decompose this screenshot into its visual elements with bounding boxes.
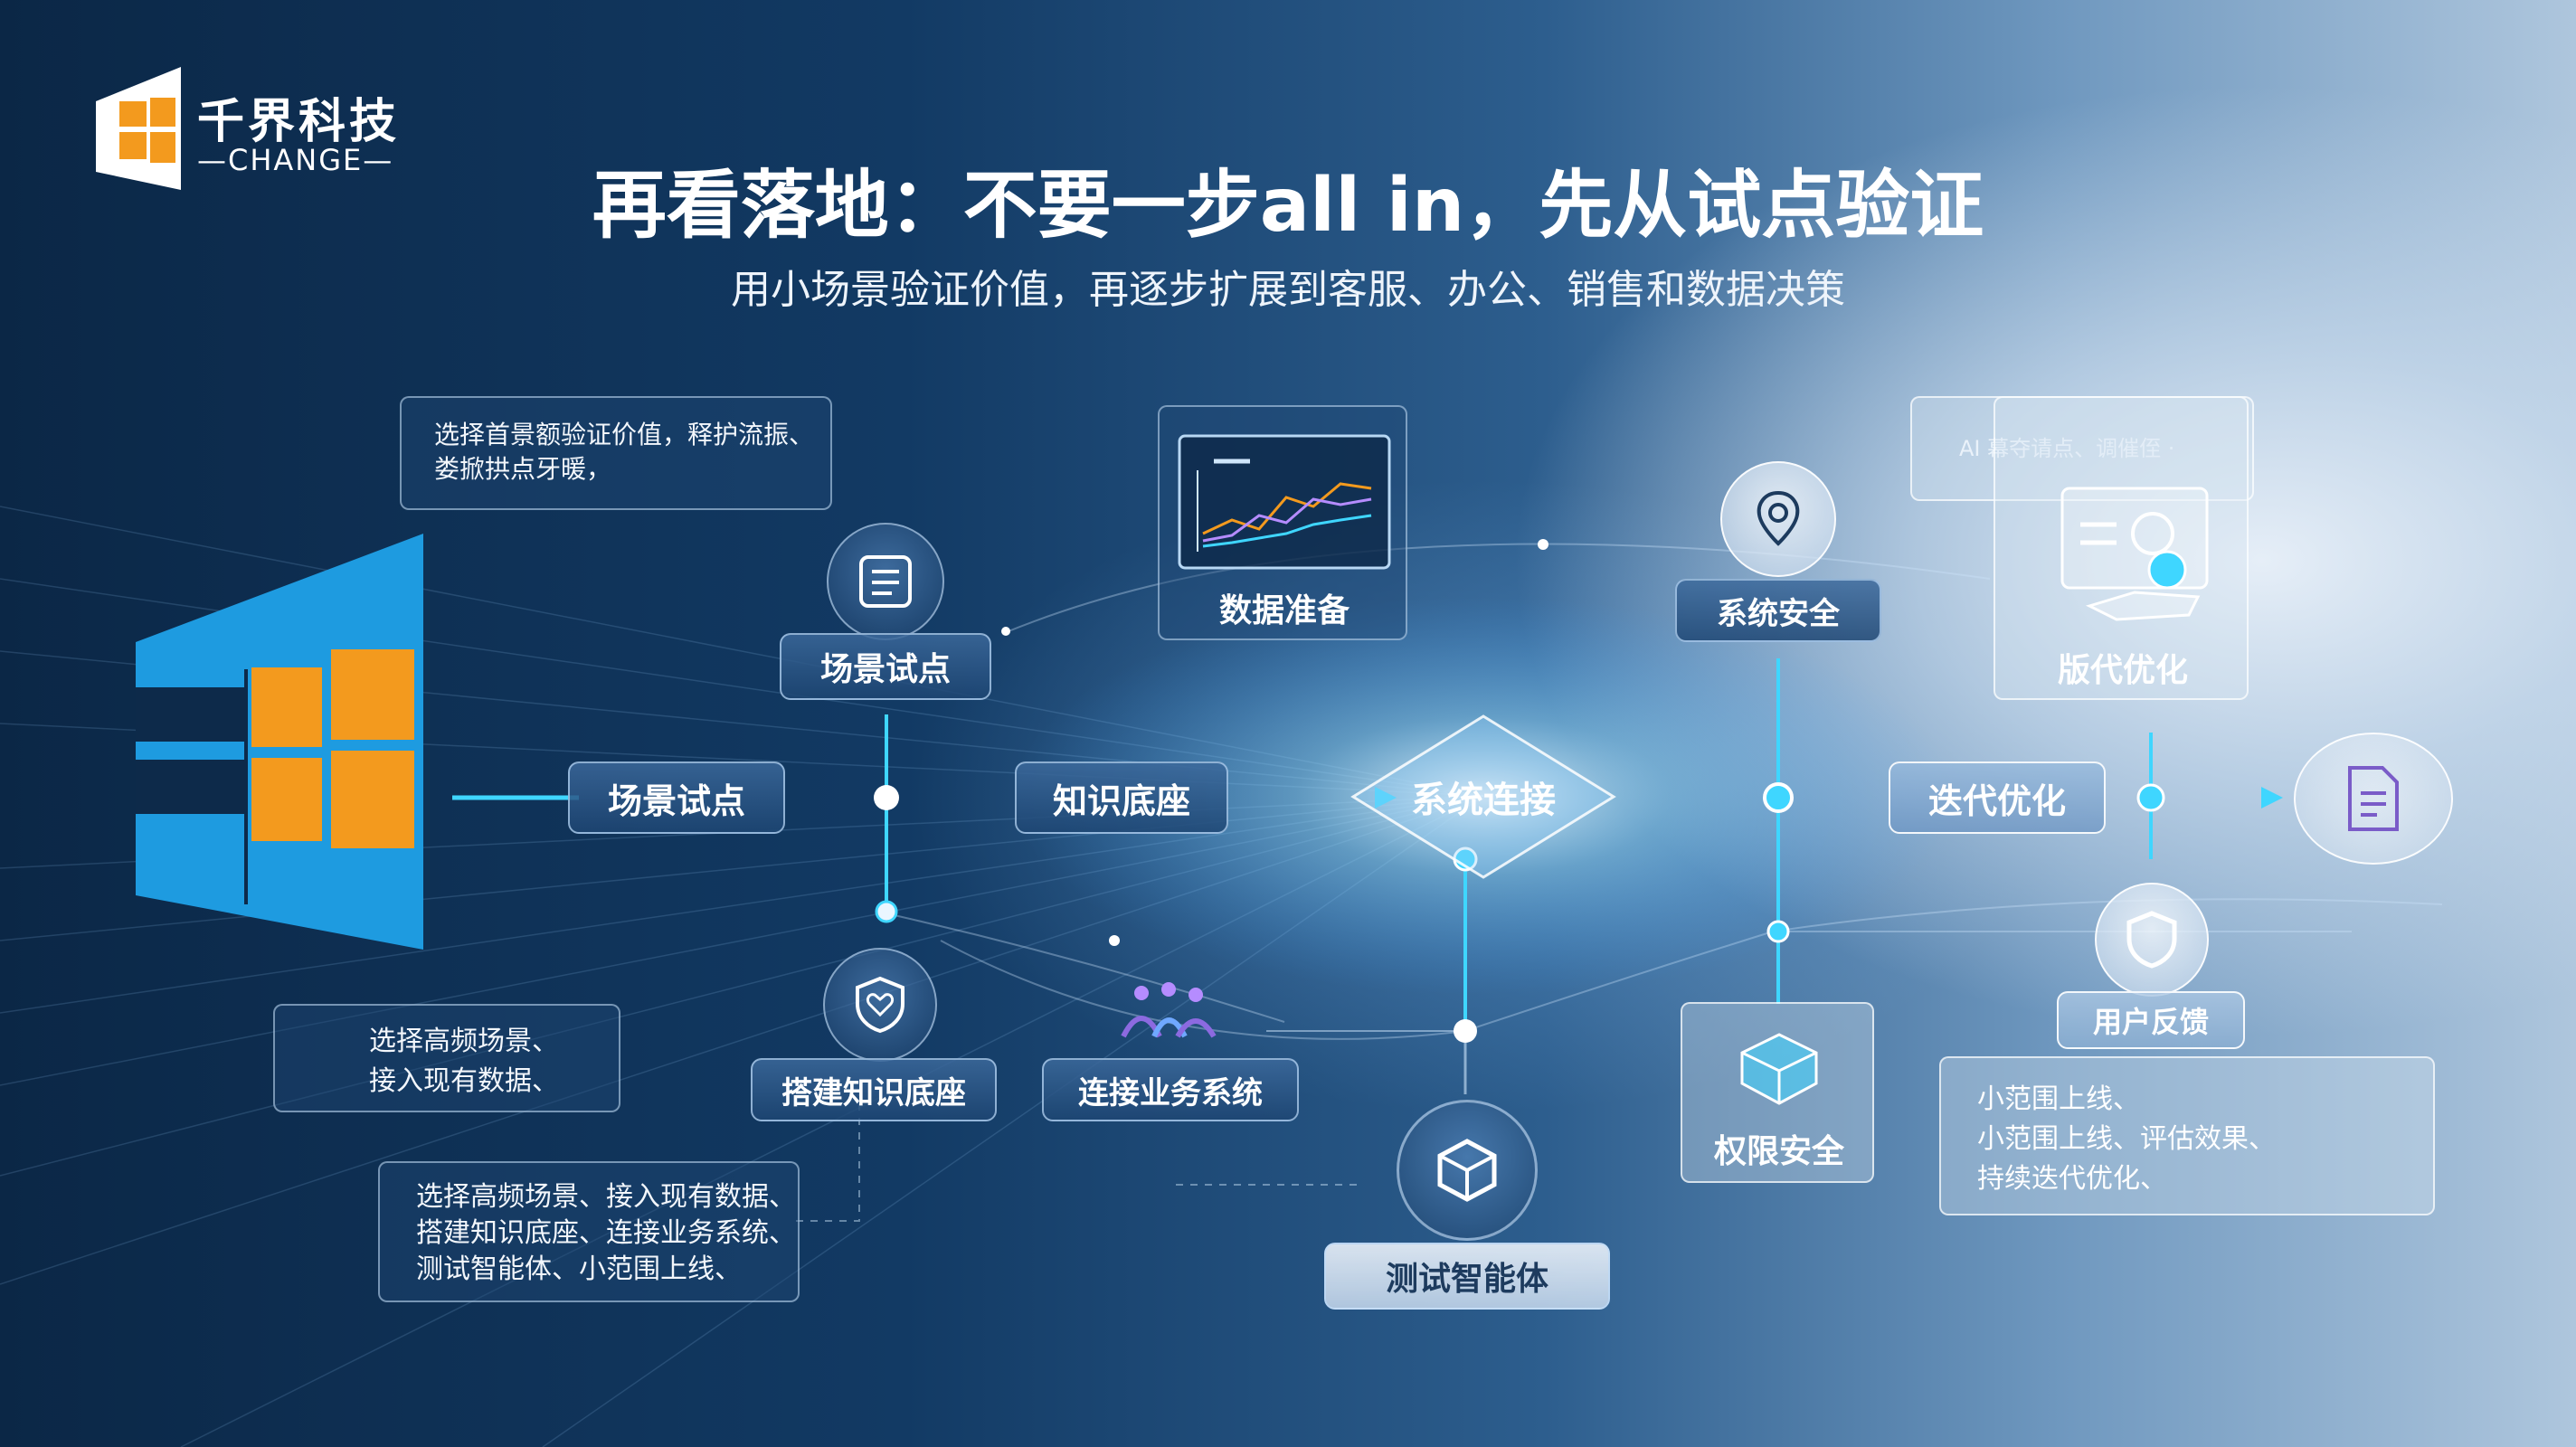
- note-line: 选择高频场景、: [369, 1026, 559, 1057]
- note-line: 小范围上线、: [1977, 1083, 2140, 1115]
- file-icon-circle: [2294, 733, 2453, 865]
- node-label: 权限安全: [1713, 1133, 1844, 1170]
- note-line: 选择高频场景、接入现有数据、: [416, 1181, 796, 1213]
- brand-name: 千界科技: [197, 95, 401, 149]
- note-left-bottom: 选择高频场景、接入现有数据、 搭建知识底座、连接业务系统、 测试智能体、小范围上…: [378, 1161, 800, 1302]
- note-line: 持续迭代优化、: [1977, 1163, 2167, 1195]
- large-logo-mark-icon: [136, 534, 423, 950]
- note-line: 测试智能体、小范围上线、: [416, 1253, 742, 1285]
- note-line: 接入现有数据、: [369, 1065, 559, 1097]
- diamond-label: 系统连接: [1411, 780, 1556, 821]
- node-permission-security: 权限安全: [1681, 1002, 1874, 1183]
- cube-icon-circle: [1397, 1100, 1538, 1241]
- flow-step-knowledge-base: 知识底座: [1015, 761, 1228, 834]
- node-test-agent: 测试智能体: [1324, 1243, 1610, 1310]
- permission-cube-icon: [1740, 1033, 1818, 1105]
- brand-tagline: —CHANGE—: [197, 143, 394, 177]
- node-scene-pilot: 场景试点: [780, 633, 991, 700]
- shield-icon-circle: [2095, 883, 2209, 997]
- node-label: 版代优化: [2057, 652, 2188, 689]
- logo-mark-icon: [96, 67, 181, 190]
- flow-step-iterate: 迭代优化: [1889, 761, 2106, 834]
- node-system-security: 系统安全: [1675, 579, 1881, 642]
- note-top-left: 选择首景额验证价值，释护流振、 娄掀拱点牙暖，: [400, 396, 832, 510]
- heart-shield-icon: [856, 976, 904, 1034]
- note-top-right: AI 幕夺请点、调催侄 ·: [1910, 396, 2254, 501]
- diamond-shape: [1350, 714, 1616, 879]
- location-shield-icon: [1757, 490, 1800, 546]
- flow-step-scene-pilot: 场景试点: [568, 761, 785, 834]
- node-label: 数据准备: [1218, 592, 1350, 629]
- page-subtitle: 用小场景验证价值，再逐步扩展到客服、办公、销售和数据决策: [731, 267, 1845, 313]
- note-line: 娄掀拱点牙暖，: [434, 454, 612, 484]
- flow-step-system-connect: 系统连接: [1348, 711, 1619, 883]
- node-data-prep: 数据准备: [1158, 405, 1407, 640]
- note-right-bottom: 小范围上线、 小范围上线、评估效果、 持续迭代优化、: [1939, 1056, 2435, 1215]
- profile-card-icon: [2060, 487, 2209, 621]
- note-line: 选择首景额验证价值，释护流振、: [434, 420, 815, 449]
- document-icon: [859, 555, 912, 608]
- node-version-opt: 版代优化: [1994, 396, 2249, 700]
- note-line: 小范围上线、评估效果、: [1977, 1123, 2276, 1155]
- node-user-feedback: 用户反馈: [2057, 991, 2245, 1049]
- heart-shield-icon-circle: [823, 948, 937, 1062]
- cube-icon: [1437, 1139, 1497, 1202]
- node-build-kb: 搭建知识底座: [751, 1058, 997, 1121]
- document-icon-circle: [827, 523, 944, 640]
- chart-icon: [1178, 434, 1391, 570]
- file-icon: [2348, 766, 2399, 831]
- people-icon: [1121, 982, 1217, 1038]
- brand-logo: 千界科技 —CHANGE—: [87, 65, 412, 201]
- page-title: 再看落地：不要一步all in，先从试点验证: [592, 163, 1984, 249]
- note-line: 搭建知识底座、连接业务系统、: [416, 1217, 796, 1249]
- note-left-mid: 选择高频场景、 接入现有数据、: [273, 1004, 620, 1112]
- shield-icon: [2126, 911, 2177, 969]
- node-connect-biz: 连接业务系统: [1042, 1058, 1299, 1121]
- location-shield-icon-circle: [1720, 461, 1836, 577]
